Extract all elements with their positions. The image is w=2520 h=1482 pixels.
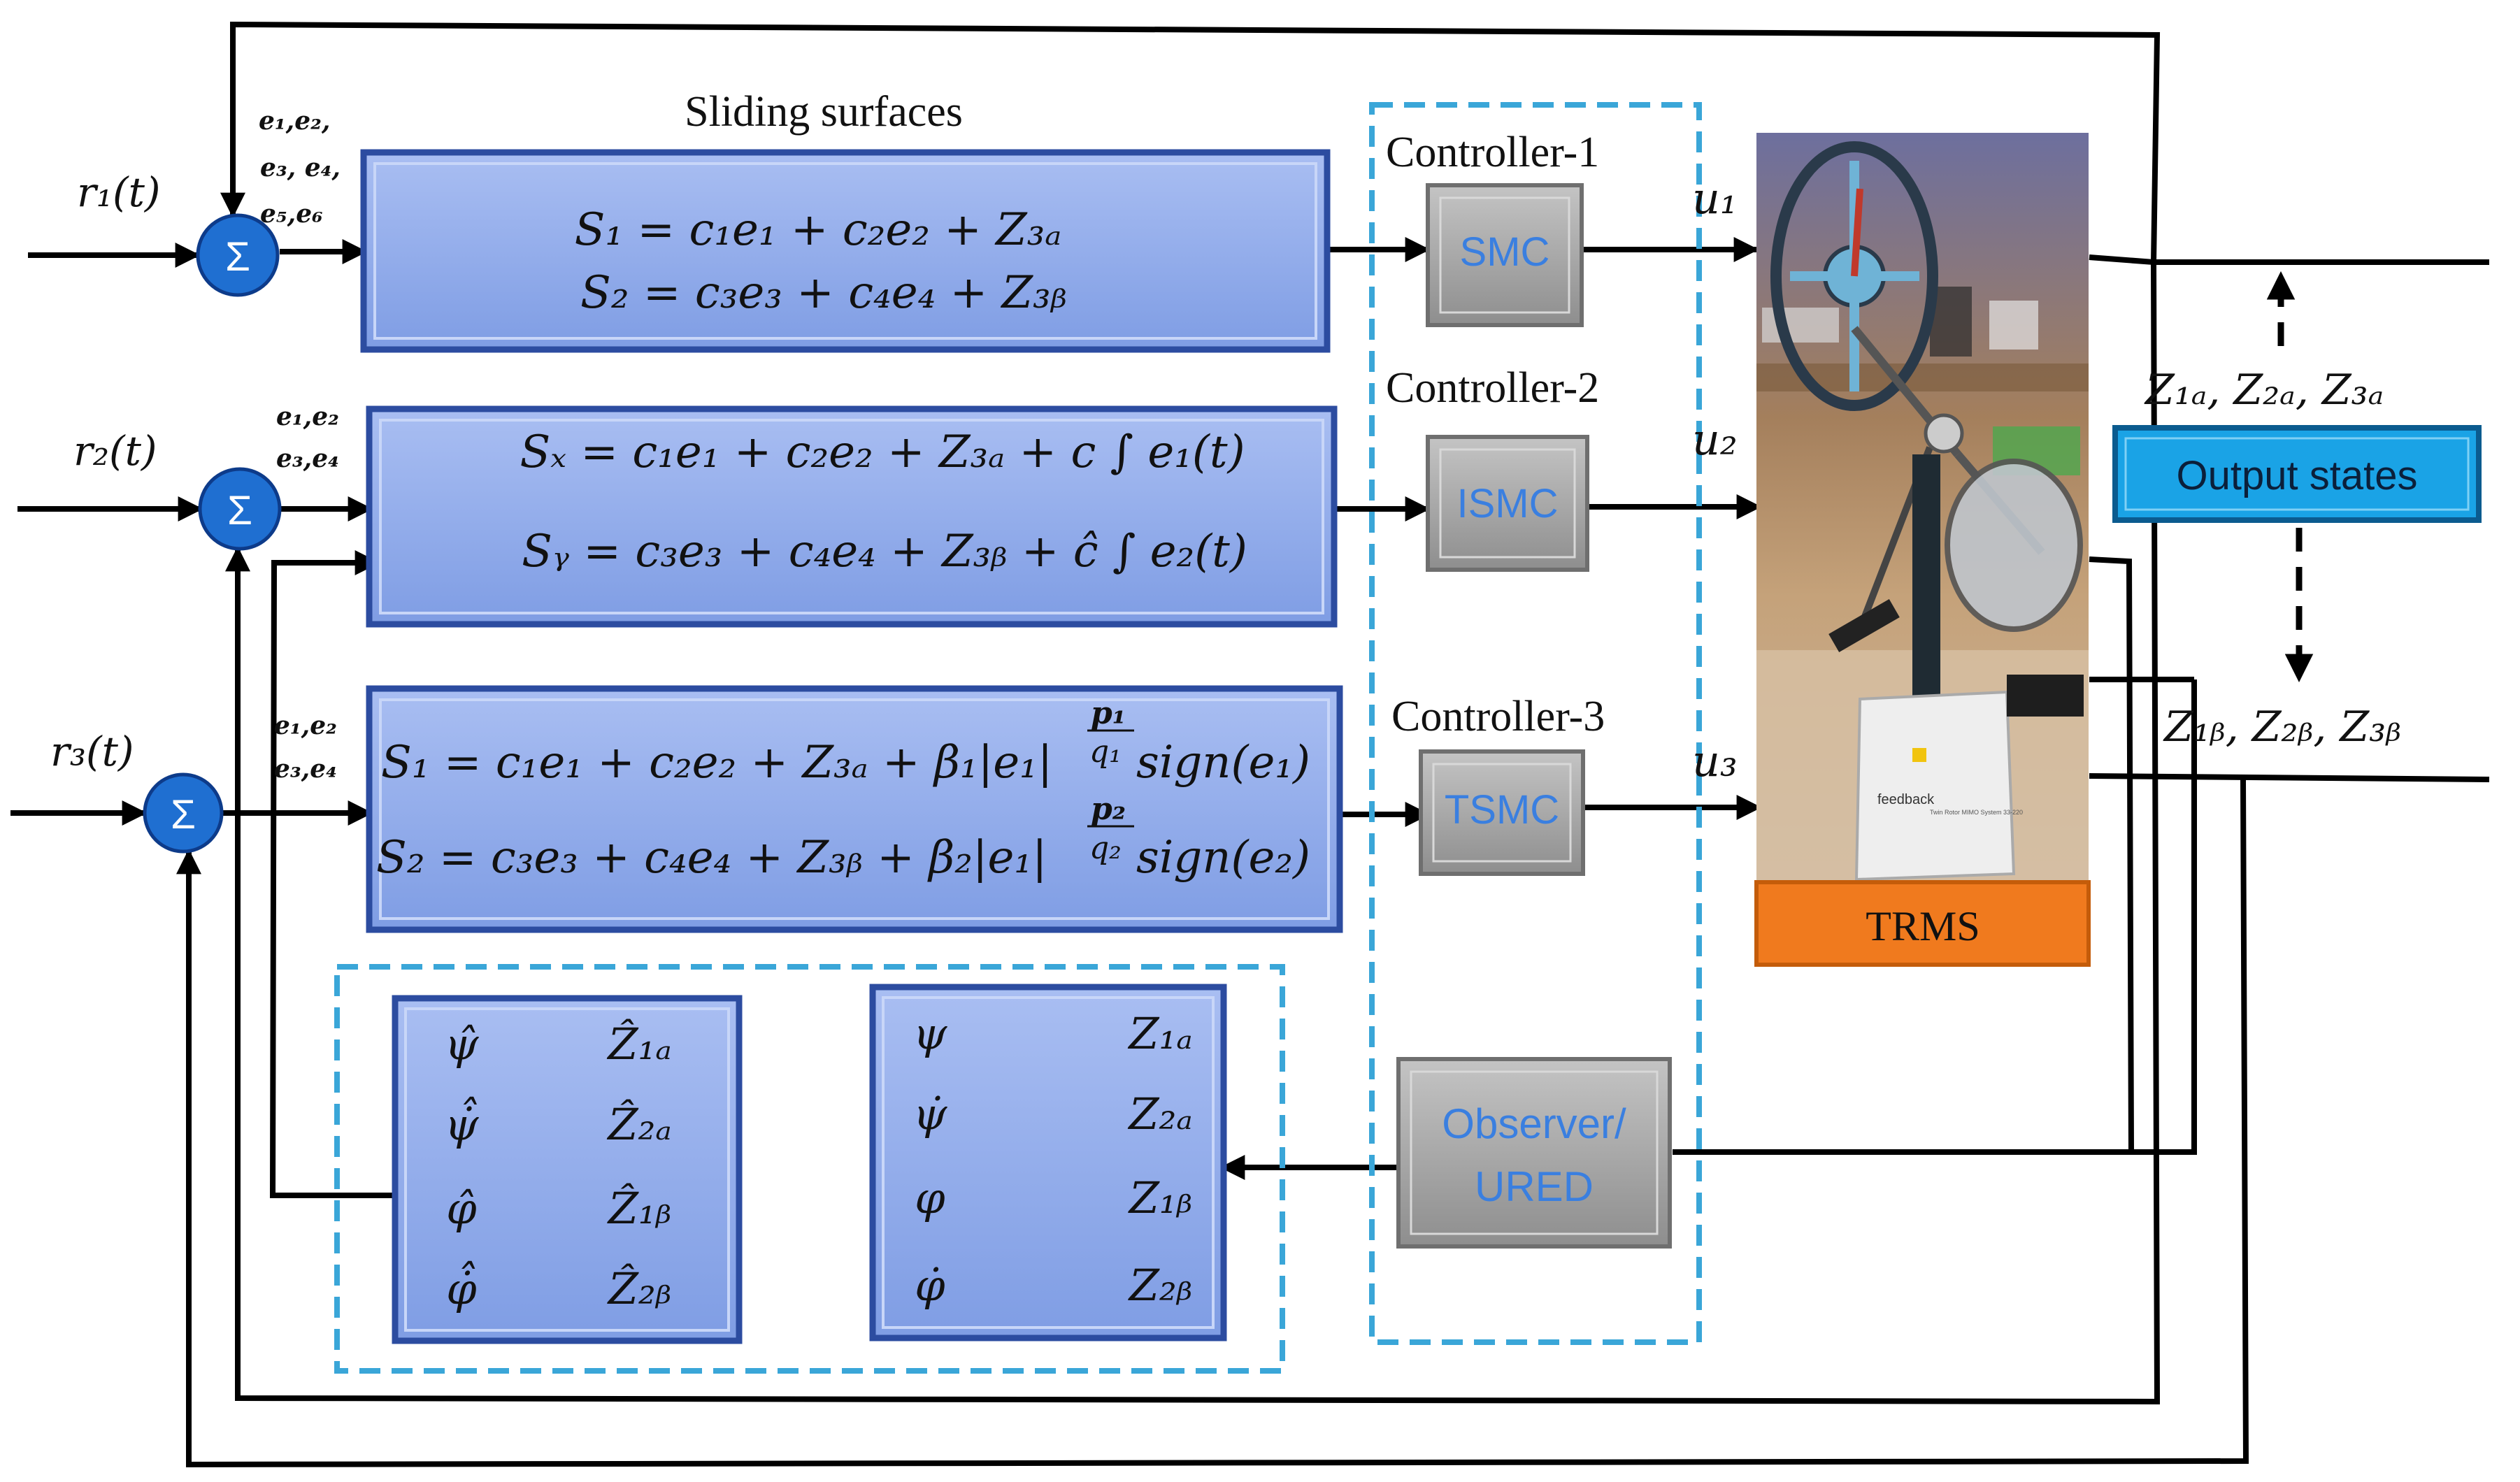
tsmc-label: TSMC <box>1445 787 1559 833</box>
summer-2: Σ <box>198 467 282 551</box>
trms-photo-brand: feedback <box>1877 792 1935 807</box>
estimate-row-4-right: Ẑ₂ᵦ <box>607 1263 672 1314</box>
surface-1-eq1: S₁ = c₁e₁ + c₂e₂ + Z₃ₐ <box>575 204 1062 256</box>
controller-1-title: Controller-1 <box>1386 129 1599 176</box>
error-label-r1-line3: e₅,e₆ <box>260 199 323 229</box>
summer-3: Σ <box>143 772 224 854</box>
error-label-r2-line1: e₁,e₂ <box>276 402 339 431</box>
trms-label: TRMS <box>1866 903 1980 949</box>
output-lower-label: Z₁ᵦ, Z₂ᵦ, Z₃ᵦ <box>2163 703 2401 751</box>
smc-label: SMC <box>1460 229 1550 275</box>
state-row-1-left: ψ <box>913 1008 948 1059</box>
summer-1: Σ <box>196 213 280 297</box>
u2-label: u₂ <box>1692 414 1738 465</box>
error-labels: e₁,e₂, e₃, e₄, e₅,e₆ e₁,e₂ e₃,e₄ e₁,e₂ e… <box>259 106 341 784</box>
input-r3-label: r₃(t) <box>50 728 134 775</box>
summer-1-symbol: Σ <box>225 234 250 280</box>
wires <box>10 21 2490 1468</box>
sliding-surfaces-title: Sliding surfaces <box>685 88 963 136</box>
smc-block: SMC <box>1426 183 1584 327</box>
wire-plant-observer <box>1673 556 2135 1155</box>
surface-3-eq1-main: S₁ = c₁e₁ + c₂e₂ + Z₃ₐ + β₁|e₁| <box>381 737 1052 789</box>
wire-plant-observer-c <box>2131 679 2197 1155</box>
wire-feedback-sum3 <box>176 779 2249 1468</box>
wire-feedback-sum2 <box>225 261 2161 1405</box>
states-block: ψ Z₁ₐ ψ̇ Z₂ₐ φ Z₁ᵦ φ̇ Z₂ᵦ <box>869 984 1227 1341</box>
surface-3-eq2-exp-num: p₂ <box>1091 791 1126 827</box>
surface-3-eq2-exp-den: q₂ <box>1089 830 1122 866</box>
wire-output-lower <box>2089 773 2490 782</box>
state-row-2-left: ψ̇ <box>913 1088 948 1139</box>
surface-1-eq2: S₂ = c₃e₃ + c₄e₄ + Z₃ᵦ <box>580 267 1067 319</box>
error-label-r3-line1: e₁,e₂ <box>274 711 337 740</box>
estimate-row-2-right: Ẑ₂ₐ <box>606 1099 671 1150</box>
surface-3-eq1-tail: sign(e₁) <box>1136 737 1310 789</box>
state-row-2-right: Z₂ₐ <box>1127 1088 1192 1139</box>
estimate-row-2-left: ψ̇̂ <box>445 1096 480 1150</box>
state-row-3-left: φ <box>915 1172 945 1223</box>
summer-2-symbol: Σ <box>227 488 252 533</box>
output-states-block: Output states <box>2112 425 2482 523</box>
surface-3-eq1-exp-den: q₁ <box>1089 734 1122 770</box>
estimate-row-3-right: Ẑ₁ᵦ <box>607 1183 672 1234</box>
state-row-4-left: φ̇ <box>915 1260 945 1311</box>
input-r1-label: r₁(t) <box>77 168 161 216</box>
ismc-block: ISMC <box>1426 435 1589 572</box>
tsmc-block: TSMC <box>1419 749 1585 876</box>
trms-photo: feedback Twin Rotor MIMO System 33-220 <box>1756 133 2089 882</box>
u1-label: u₁ <box>1692 173 1738 224</box>
trms-label-block: TRMS <box>1754 880 2091 967</box>
surface-3-eq1-exp-num: p₁ <box>1091 696 1126 731</box>
controller-3-title: Controller-3 <box>1391 693 1605 740</box>
error-label-r1-line1: e₁,e₂, <box>259 106 330 136</box>
output-states-label: Output states <box>2177 453 2418 498</box>
wire-feedback-top <box>220 21 2161 263</box>
observer-label-line2: URED <box>1475 1163 1594 1210</box>
trms-photo-caption: Twin Rotor MIMO System 33-220 <box>1930 809 2023 816</box>
estimate-row-3-left: φ̂ <box>446 1183 477 1234</box>
dashed-output-arrows <box>2266 271 2314 683</box>
input-r2-label: r₂(t) <box>73 427 157 475</box>
summer-3-symbol: Σ <box>171 792 196 837</box>
surface-block-3: S₁ = c₁e₁ + c₂e₂ + Z₃ₐ + β₁|e₁| p₁ q₁ si… <box>366 685 1343 933</box>
surface-3-eq2-main: S₂ = c₃e₃ + c₄e₄ + Z₃ᵦ + β₂|e₁| <box>376 832 1047 884</box>
surface-2-eq1: Sₓ = c₁e₁ + c₂e₂ + Z₃ₐ + c ∫ e₁(t) <box>520 426 1245 478</box>
surface-block-2: Sₓ = c₁e₁ + c₂e₂ + Z₃ₐ + c ∫ e₁(t) Sᵧ = … <box>366 405 1338 628</box>
controller-2-title: Controller-2 <box>1386 364 1599 412</box>
observer-block: Observer/ URED <box>1396 1057 1672 1249</box>
observer-label-line1: Observer/ <box>1442 1100 1626 1147</box>
error-label-r2-line2: e₃,e₄ <box>276 444 339 473</box>
states-dashed-group <box>334 964 1285 1374</box>
controllers-dashed-group <box>1369 102 1702 1345</box>
u3-label: u₃ <box>1692 735 1738 786</box>
surface-2-eq2: Sᵧ = c₃e₃ + c₄e₄ + Z₃ᵦ + ĉ ∫ e₂(t) <box>522 526 1247 577</box>
error-label-r3-line2: e₃,e₄ <box>274 754 337 784</box>
wire-estimates-s2 <box>269 550 395 1198</box>
estimate-row-4-left: φ̇̂ <box>446 1260 477 1314</box>
surface-block-1: S₁ = c₁e₁ + c₂e₂ + Z₃ₐ S₂ = c₃e₃ + c₄e₄ … <box>360 149 1331 353</box>
state-row-4-right: Z₂ᵦ <box>1128 1260 1193 1311</box>
estimate-row-1-right: Ẑ₁ₐ <box>606 1019 671 1070</box>
error-label-r1-line2: e₃, e₄, <box>260 153 341 182</box>
ismc-label: ISMC <box>1457 481 1559 526</box>
surface-3-eq2-tail: sign(e₂) <box>1136 832 1310 884</box>
estimate-row-1-left: ψ̂ <box>445 1019 480 1070</box>
wire-output-upper <box>2089 254 2489 265</box>
output-upper-label: Z₁ₐ, Z₂ₐ, Z₃ₐ <box>2144 366 2384 415</box>
state-row-3-right: Z₁ᵦ <box>1128 1172 1193 1223</box>
state-row-1-right: Z₁ₐ <box>1127 1008 1192 1059</box>
estimates-block: ψ̂ Ẑ₁ₐ ψ̇̂ Ẑ₂ₐ φ̂ Ẑ₁ᵦ φ̇̂ Ẑ₂ᵦ <box>392 995 743 1344</box>
